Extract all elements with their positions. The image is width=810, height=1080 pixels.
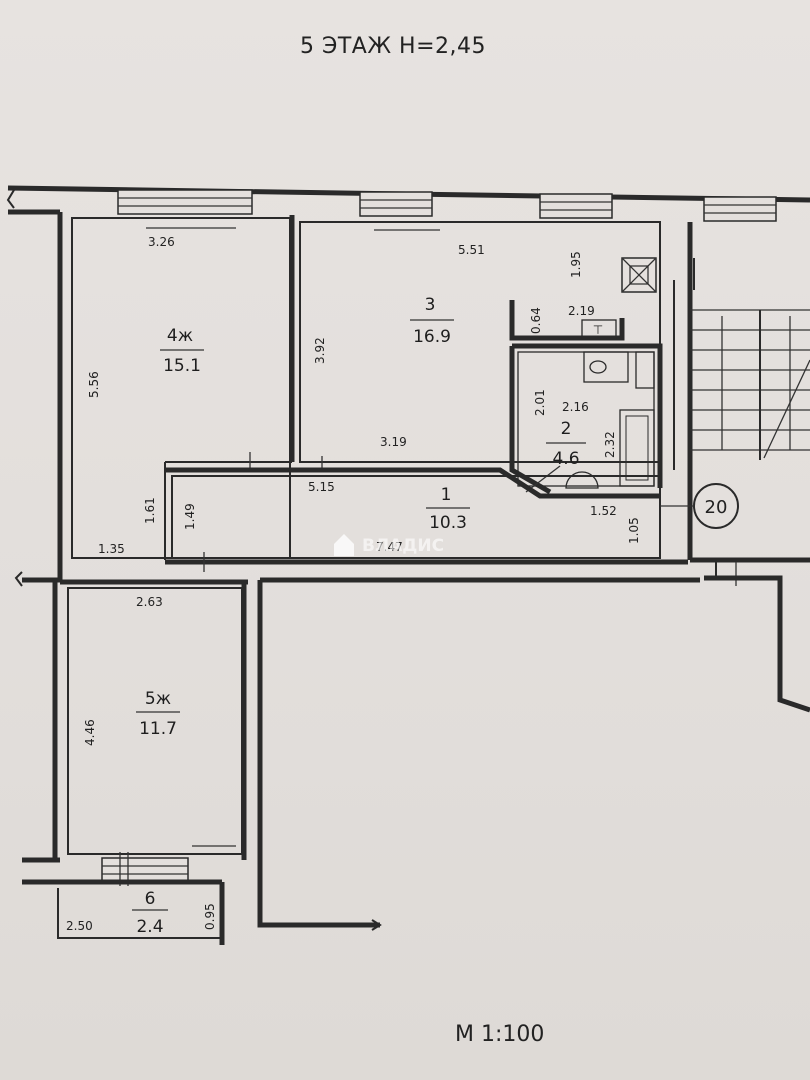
room-1-outline: [171, 475, 661, 559]
dim-room3-niche-height: 0.64: [529, 307, 543, 334]
dim-room4-nook-height: 1.61: [143, 497, 157, 524]
room-6-area: 2.4: [136, 917, 163, 937]
vent-box: [621, 257, 657, 293]
window-room-3-left: [359, 191, 433, 217]
dim-room3-bottom: 3.19: [380, 435, 407, 449]
dim-room3-height: 3.92: [313, 337, 327, 364]
dim-room3-vent: 1.95: [569, 251, 583, 278]
room-2-outline: [517, 351, 655, 487]
stairwell-walls: [687, 222, 810, 563]
dim-room3-width: 5.51: [458, 243, 485, 257]
dim-room1-left: 1.49: [183, 503, 197, 530]
room-1-number: 1: [441, 485, 452, 505]
break-mark-bottom: [371, 919, 382, 931]
room-5-area: 11.7: [139, 719, 177, 739]
watermark-house-icon: [334, 534, 354, 556]
dim-room1-right-width: 1.52: [590, 504, 617, 518]
stair-section-number: 20: [705, 497, 728, 518]
dim-room2-height: 2.01: [533, 389, 547, 416]
scale-label: М 1:100: [455, 1022, 545, 1047]
room-4-outline: [71, 217, 291, 559]
room-2-walls: [509, 343, 663, 495]
dim-room2-width: 2.16: [562, 400, 589, 414]
stair-section-marker: [660, 483, 739, 529]
dim-room1-bottom: 7.47: [376, 540, 403, 554]
dim-room1-top: 5.15: [308, 480, 335, 494]
room-3-area: 16.9: [413, 327, 451, 347]
room-5-number: 5ж: [145, 689, 171, 709]
window-room-4: [117, 189, 253, 215]
room-1-top-wall: [165, 467, 660, 499]
break-mark-top-left: [6, 189, 15, 209]
dim-room4-height: 5.56: [87, 371, 101, 398]
room-4-nook-walls: [164, 461, 292, 560]
floor-title: 5 ЭТАЖ Н=2,45: [300, 34, 486, 59]
room-2-number: 2: [561, 419, 572, 439]
window-stairwell: [703, 196, 777, 222]
room-6-number: 6: [145, 889, 156, 909]
dim-room1-right-height: 1.05: [627, 517, 641, 544]
break-mark-left: [14, 571, 23, 587]
bathtub-icon: [619, 409, 655, 487]
watermark-text: ВЛАДИС: [362, 536, 444, 556]
dim-room6-width: 2.50: [66, 919, 93, 933]
room-3-niche-walls: [509, 300, 625, 341]
room-3-number: 3: [425, 295, 436, 315]
window-room-3-right: [539, 193, 613, 219]
dim-room3-niche-width: 2.19: [568, 304, 595, 318]
room-4-area: 15.1: [163, 356, 201, 376]
stair-steps: [690, 258, 810, 460]
toilet-icon: [583, 351, 629, 383]
sink-icon: [635, 351, 655, 389]
dim-room4-width: 3.26: [148, 235, 175, 249]
watermark: ВЛАДИС: [334, 534, 444, 556]
stove-icon: [581, 319, 617, 339]
room-4-number: 4ж: [167, 326, 193, 346]
dim-room6-depth: 0.95: [203, 903, 217, 930]
dim-room2-bath: 2.32: [603, 431, 617, 458]
dim-room5-height: 4.46: [83, 719, 97, 746]
dim-room4-nook-width: 1.35: [98, 542, 125, 556]
room-1-area: 10.3: [429, 513, 467, 533]
stove-symbol: ⊤: [593, 323, 603, 337]
stairwell-lower-wall: [704, 575, 810, 713]
room-2-area: 4.6: [552, 449, 579, 469]
water-heater-icon: [565, 471, 599, 489]
neighbor-wall: [257, 580, 380, 928]
room-3-outline: [299, 221, 661, 463]
dim-room5-width: 2.63: [136, 595, 163, 609]
